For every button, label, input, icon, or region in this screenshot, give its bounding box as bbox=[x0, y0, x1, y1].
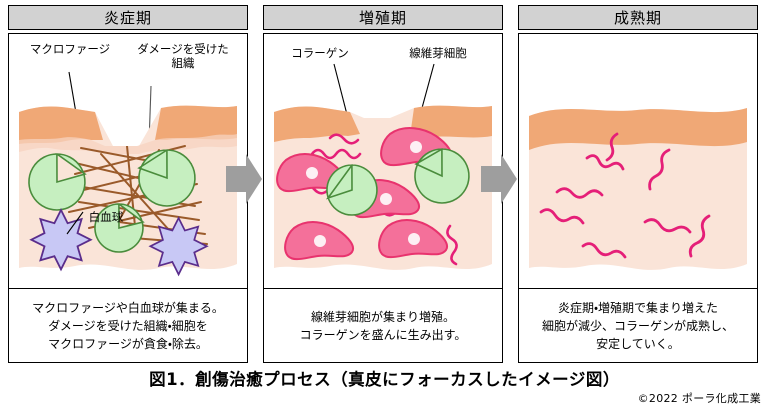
dermis-layer bbox=[529, 108, 747, 270]
skin-illustration-inflammation: 白血球 bbox=[9, 94, 246, 289]
macrophage-group bbox=[28, 149, 196, 253]
macrophage-cell bbox=[94, 203, 145, 253]
callout-labels-inflammation: マクロファージ ダメージを受けた 組織 bbox=[9, 34, 247, 155]
collagen-fiber bbox=[648, 148, 671, 191]
label-leukocyte: 白血球 bbox=[88, 210, 124, 224]
panel-proliferation: 増殖期 コラーゲン 線維芽細胞 bbox=[263, 5, 503, 363]
collagen-fiber bbox=[688, 214, 711, 258]
panel-title-text: 成熟期 bbox=[613, 9, 662, 27]
callout-labels-proliferation: コラーゲン 線維芽細胞 bbox=[264, 34, 502, 135]
collagen-fiber bbox=[539, 208, 585, 225]
macrophage-group bbox=[325, 148, 470, 216]
label-fibroblast: 線維芽細胞 bbox=[409, 46, 467, 60]
panel-caption-maturation: 炎症期・増殖期で集まり増えた 細胞が減少、コラーゲンが成熟し、 安定していく。 bbox=[519, 288, 757, 362]
macrophage-cell bbox=[28, 153, 87, 211]
collagen-fiber bbox=[643, 218, 692, 234]
panel-body-maturation: 炎症期・増殖期で集まり増えた 細胞が減少、コラーゲンが成熟し、 安定していく。 bbox=[518, 33, 758, 363]
epidermis-left bbox=[274, 106, 360, 142]
macrophage-cell bbox=[137, 149, 196, 207]
panel-header-proliferation: 増殖期 bbox=[263, 5, 503, 30]
panel-body-inflammation: マクロファージ ダメージを受けた 組織 bbox=[8, 33, 248, 363]
mature-collagen-group bbox=[539, 132, 711, 259]
epidermis-left bbox=[19, 106, 103, 144]
leader-line-leukocyte bbox=[66, 211, 84, 235]
skin-svg-inflammation bbox=[19, 105, 237, 277]
collagen-fiber bbox=[581, 242, 627, 259]
collagen-fiber bbox=[555, 187, 604, 199]
epidermis-right bbox=[410, 105, 492, 138]
collagen-fiber bbox=[310, 148, 362, 160]
figure-title: 図1．創傷治癒プロセス（真皮にフォーカスしたイメージ図） bbox=[149, 370, 620, 389]
epidermis-right bbox=[155, 105, 237, 140]
collagen-fiber bbox=[585, 154, 625, 171]
collagen-fiber bbox=[605, 132, 619, 162]
panel-title-text: 炎症期 bbox=[103, 9, 152, 27]
panel-caption-proliferation: 線維芽細胞が集まり増殖。 コラーゲンを盛んに生み出す。 bbox=[264, 288, 502, 362]
skin-illustration-proliferation bbox=[264, 94, 501, 289]
epidermis-dermis-transition bbox=[19, 134, 237, 154]
panel-title-text: 増殖期 bbox=[358, 9, 407, 27]
panel-body-proliferation: コラーゲン 線維芽細胞 bbox=[263, 33, 503, 363]
panel-caption-inflammation: マクロファージや白血球が集まる。 ダメージを受けた組織・細胞を マクロファージが… bbox=[9, 288, 247, 362]
skin-svg-proliferation bbox=[274, 105, 492, 270]
label-macrophage: マクロファージ bbox=[29, 42, 111, 56]
panel-inflammation: 炎症期 マクロファージ ダメージを受けた 組織 bbox=[8, 5, 248, 363]
panel-maturation: 成熟期 bbox=[518, 5, 758, 363]
label-damaged-tissue: ダメージを受けた 組織 bbox=[137, 42, 229, 70]
fibroblast-cell bbox=[378, 219, 448, 259]
fibroblast-cell bbox=[284, 221, 354, 261]
epidermis-layer bbox=[529, 108, 747, 150]
leukocyte-cell bbox=[148, 216, 209, 277]
macrophage-cell bbox=[414, 148, 470, 204]
skin-svg-maturation bbox=[529, 108, 747, 270]
panel-header-inflammation: 炎症期 bbox=[8, 5, 248, 30]
collagen-fiber bbox=[328, 133, 360, 145]
leukocyte-cell bbox=[29, 207, 93, 272]
skin-illustration-maturation bbox=[519, 94, 756, 289]
panel-header-maturation: 成熟期 bbox=[518, 5, 758, 30]
arrow-proliferation-to-maturation bbox=[481, 154, 517, 204]
arrow-inflammation-to-proliferation bbox=[226, 154, 262, 204]
copyright-notice: ©2022 ポーラ化成工業 bbox=[637, 392, 761, 405]
collagen-fiber bbox=[446, 224, 458, 266]
macrophage-cell bbox=[325, 164, 378, 216]
label-collagen: コラーゲン bbox=[291, 46, 349, 60]
leukocyte-group bbox=[29, 207, 209, 277]
